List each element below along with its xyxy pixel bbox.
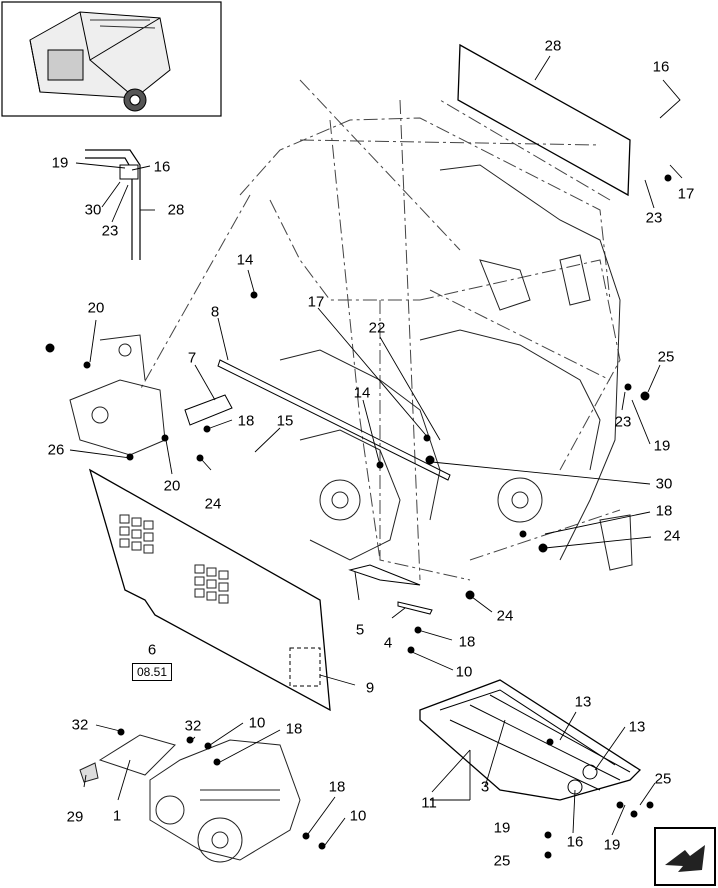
part-4 [397,601,433,615]
next-page-icon[interactable] [654,827,716,886]
callout-9: 9 [365,679,375,697]
callout-28: 28 [167,201,185,219]
callout-30: 30 [655,475,673,493]
reference-box[interactable]: 08.51 [131,663,173,681]
machine-thumbnail [1,1,222,117]
callout-20: 20 [87,299,105,317]
callout-32: 32 [71,716,89,734]
callout-11: 11 [421,794,437,812]
callout-24: 24 [663,527,681,545]
callout-24: 24 [496,607,514,625]
callout-20: 20 [163,477,181,495]
callout-7: 7 [187,349,197,367]
detail-inset [85,149,141,260]
callout-18: 18 [458,633,476,651]
callout-25: 25 [657,348,675,366]
callout-18: 18 [285,720,303,738]
callout-14: 14 [236,251,254,269]
callout-18: 18 [237,412,255,430]
frame-phantom [139,79,621,581]
fasteners [45,174,672,859]
callout-5: 5 [355,621,365,639]
callout-22: 22 [368,319,386,337]
callout-19: 19 [653,437,671,455]
callout-19: 19 [51,154,69,172]
callout-16: 16 [566,833,584,851]
callout-23: 23 [614,413,632,431]
callout-18: 18 [328,778,346,796]
front-shield-6 [88,468,331,712]
callout-10: 10 [455,663,473,681]
callout-13: 13 [628,718,646,736]
bracket-7 [184,394,233,426]
callout-16: 16 [153,158,171,176]
callout-23: 23 [645,209,663,227]
callout-4: 4 [383,634,393,652]
callout-32: 32 [184,717,202,735]
frame-detail [279,164,633,571]
callout-10: 10 [248,714,266,732]
callout-6: 6 [147,641,157,659]
callout-14: 14 [353,384,371,402]
callout-25: 25 [493,852,511,870]
callout-10: 10 [349,807,367,825]
callout-16: 16 [652,58,670,76]
part-5 [348,564,421,586]
callout-24: 24 [204,495,222,513]
callout-3: 3 [480,778,490,796]
callout-17: 17 [677,185,695,203]
left-bracket [69,334,166,456]
callout-15: 15 [276,412,294,430]
callout-26: 26 [47,441,65,459]
callout-13: 13 [574,693,592,711]
callout-8: 8 [210,303,220,321]
callout-18: 18 [655,502,673,520]
callout-19: 19 [603,836,621,854]
callout-28: 28 [544,37,562,55]
callout-17: 17 [307,293,325,311]
rod-8 [217,359,451,481]
callout-1: 1 [112,807,122,825]
drive-assembly [79,734,301,863]
callout-25: 25 [654,770,672,788]
panel-28 [457,43,631,197]
callout-29: 29 [66,808,84,826]
callout-19: 19 [493,819,511,837]
callout-23: 23 [101,222,119,240]
callout-30: 30 [84,201,102,219]
floor-plate-11 [419,679,642,801]
leader-lines [69,55,683,846]
